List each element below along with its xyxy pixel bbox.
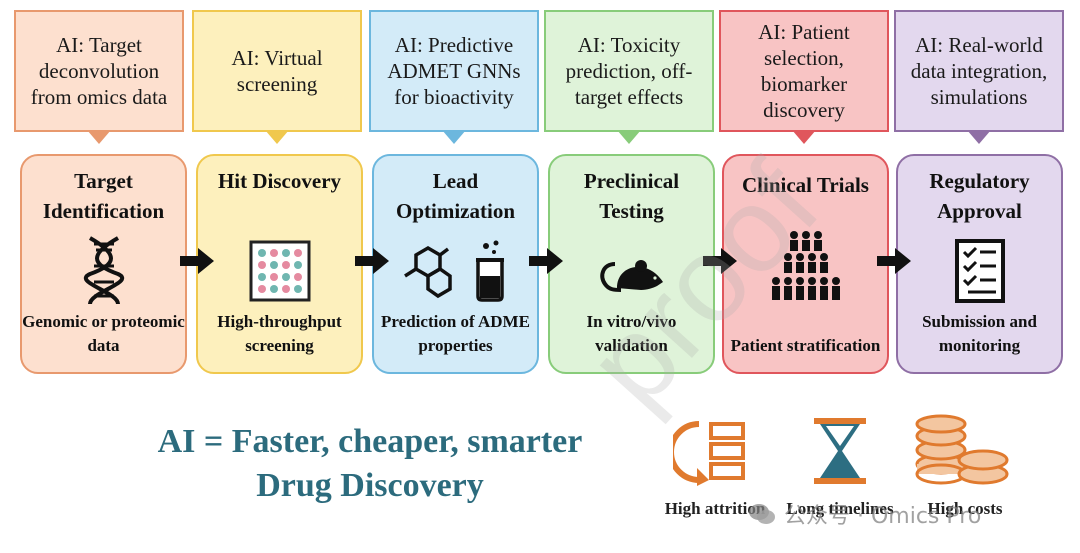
- stage-hit-discovery: Hit Discovery High-throughput screening: [196, 154, 363, 374]
- checklist-icon: [954, 239, 1005, 303]
- callout-tail: [87, 130, 111, 144]
- callout-lead: AI: Predictive ADMET GNNs for bioactivit…: [369, 10, 539, 144]
- callout-tail: [617, 130, 641, 144]
- metric-label: High costs: [927, 499, 1003, 518]
- stage-title: Clinical Trials: [742, 173, 869, 197]
- callout-tail: [967, 130, 991, 144]
- stage-clinical-trials: Clinical Trials Patient stratification: [722, 154, 889, 374]
- mouse-icon: [599, 260, 663, 292]
- callout-tail: [792, 130, 816, 144]
- callout-hit-text: AI: Virtual screening: [231, 46, 323, 96]
- arrow-right-icon: [355, 248, 389, 274]
- callout-preclinical: AI: Toxicity prediction, off-target effe…: [544, 10, 714, 144]
- stage-preclinical-testing: Preclinical Testing In vitro/vivo valida…: [548, 154, 715, 374]
- callout-target: AI: Target deconvolution from omics data: [14, 10, 184, 144]
- tagline: AI = Faster, cheaper, smarter Drug Disco…: [130, 420, 610, 508]
- stage-title: Hit Discovery: [217, 169, 342, 193]
- hourglass-icon: [814, 418, 866, 484]
- callout-clinical-text: AI: Patient selection, biomarker discove…: [758, 20, 850, 122]
- tagline-line1: AI = Faster, cheaper, smarter: [157, 423, 583, 460]
- arrow-right-icon: [877, 248, 911, 274]
- stage-description: Prediction of ADME properties: [381, 312, 530, 355]
- wechat-icon: [749, 504, 775, 524]
- callout-regulatory-text: AI: Real-world data integration, simulat…: [910, 33, 1048, 109]
- wechat-watermark: 公众号 · Omics Pro: [748, 498, 981, 530]
- coins-icon: [915, 414, 1009, 485]
- arrow-right-icon: [529, 248, 563, 274]
- stage-description: Genomic or proteomic data: [22, 312, 185, 355]
- callout-target-text: AI: Target deconvolution from omics data: [30, 33, 168, 109]
- arrow-right-icon: [180, 248, 214, 274]
- wechat-watermark-text: 公众号 · Omics Pro: [784, 504, 982, 529]
- metric-label: High attrition: [664, 499, 766, 518]
- stage-title: Regulatory Approval: [929, 169, 1030, 223]
- people-group-icon: [771, 231, 840, 300]
- stage-description: High-throughput screening: [217, 312, 342, 355]
- stage-title: Target Identification: [42, 169, 165, 223]
- callout-hit: AI: Virtual screening: [192, 10, 362, 144]
- stage-lead-optimization: Lead Optimization Prediction of ADME pro…: [372, 154, 539, 374]
- stage-title: Preclinical Testing: [583, 169, 680, 223]
- stage-description: Submission and monitoring: [922, 312, 1037, 355]
- dna-icon: [83, 236, 124, 305]
- attrition-icon: [673, 421, 745, 486]
- callout-preclinical-text: AI: Toxicity prediction, off-target effe…: [565, 33, 693, 109]
- stage-regulatory-approval: Regulatory Approval Submission and monit…: [896, 154, 1063, 374]
- stage-title: Lead Optimization: [396, 169, 515, 223]
- tagline-line2: Drug Discovery: [256, 467, 484, 504]
- well-plate-icon: [249, 240, 310, 302]
- metric-label: Long timelines: [786, 499, 894, 518]
- stage-description: Patient stratification: [730, 336, 881, 355]
- stage-description: In vitro/vivo validation: [586, 312, 677, 355]
- callout-tail: [265, 130, 289, 144]
- molecule-icon: [403, 245, 452, 299]
- arrow-right-icon: [703, 248, 737, 274]
- callout-tail: [442, 130, 466, 144]
- callout-clinical: AI: Patient selection, biomarker discove…: [719, 10, 889, 144]
- beaker-icon: [475, 240, 504, 302]
- callout-lead-text: AI: Predictive ADMET GNNs for bioactivit…: [387, 33, 521, 109]
- callout-regulatory: AI: Real-world data integration, simulat…: [894, 10, 1064, 144]
- stage-target-identification: Target Identification Genomic or proteom…: [20, 154, 187, 374]
